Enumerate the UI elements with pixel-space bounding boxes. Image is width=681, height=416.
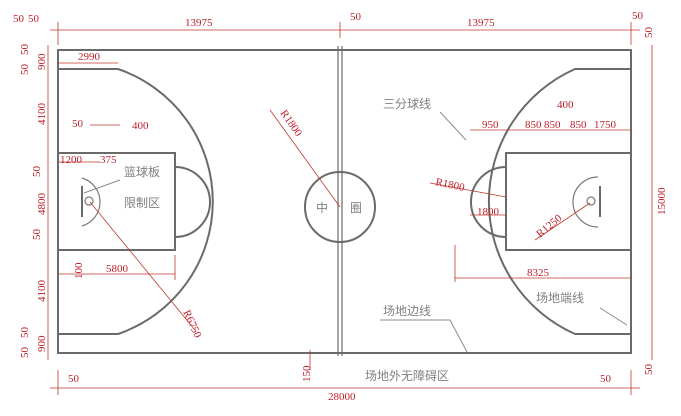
dim-r-850c: 850	[570, 119, 587, 131]
leader-endline	[599, 307, 628, 326]
dim-left-4800: 4800	[36, 193, 48, 216]
dim-right-50-bottom: 50	[643, 364, 655, 376]
dim-r-850a: 850	[525, 119, 542, 131]
dim-total-28000: 28000	[328, 391, 356, 403]
label-restricted-area: 限制区	[124, 196, 160, 210]
left-basket	[84, 196, 94, 206]
dim-r-400: 400	[557, 99, 574, 111]
dim-left-50-mid-a: 50	[31, 166, 43, 178]
label-center-1: 中	[316, 200, 328, 215]
dim-left-900-top: 900	[36, 53, 48, 70]
left-three-point-line	[58, 68, 214, 335]
dim-corner-2990: 2990	[78, 51, 101, 63]
dim-top-left-50a: 50	[13, 13, 25, 25]
dim-ft-radius: R1800	[434, 176, 466, 194]
dim-top-right-50v: 50	[643, 27, 655, 39]
dim-top-left-50b: 50	[28, 13, 40, 25]
dim-r-950: 950	[482, 119, 499, 131]
right-three-point-line	[487, 68, 631, 335]
dim-key-375: 375	[100, 154, 117, 166]
label-center-2: 圈	[350, 201, 362, 215]
dim-key-1200: 1200	[60, 154, 83, 166]
dim-left-50-top-a: 50	[19, 44, 31, 56]
dim-left-4100-bottom: 4100	[36, 280, 48, 303]
dim-r-850b: 850	[544, 119, 561, 131]
dim-top-right-50: 50	[632, 10, 644, 22]
dim-hash-50: 50	[72, 118, 84, 130]
dim-r-1750: 1750	[594, 119, 617, 131]
dim-left-50-bot-b: 50	[19, 347, 31, 359]
dim-restricted-radius: R1250	[534, 212, 565, 240]
label-outer-clearance: 场地外无障碍区	[365, 368, 449, 383]
right-restricted-arc	[572, 176, 599, 228]
left-key	[57, 152, 176, 251]
right-key	[505, 152, 632, 251]
right-free-throw-arc	[470, 166, 507, 238]
dim-center-radius: R1800	[278, 108, 305, 139]
dim-ft-1800: 1800	[477, 206, 500, 218]
left-restricted-arc	[81, 177, 101, 227]
dim-bottom-right-50: 50	[600, 373, 612, 385]
label-endline: 场地端线	[536, 291, 584, 305]
leader-three-point	[439, 111, 467, 141]
dim-top-half-right: 13975	[467, 17, 495, 29]
dim-left-900-bottom: 900	[36, 335, 48, 352]
dim-r-8325: 8325	[527, 267, 550, 279]
dim-left-4100-top: 4100	[36, 103, 48, 126]
dimension-lines	[47, 22, 653, 395]
dim-three-radius: R6750	[180, 308, 203, 340]
dim-left-50-bot-a: 50	[19, 327, 31, 339]
leader-backboard	[83, 179, 121, 194]
label-three-point-line: 三分球线	[383, 97, 431, 111]
left-free-throw-arc	[174, 166, 211, 238]
label-sideline: 场地边线	[383, 304, 431, 318]
center-circle	[304, 171, 376, 243]
label-backboard: 篮球板	[124, 164, 160, 179]
dim-left-50-mid-b: 50	[31, 229, 43, 241]
dim-bottom-left-50: 50	[68, 373, 80, 385]
dim-hash-400: 400	[132, 120, 149, 132]
dim-key-5800: 5800	[106, 263, 129, 275]
dim-top-half-left: 13975	[185, 17, 213, 29]
dim-width-15000: 15000	[656, 187, 668, 215]
right-basket	[586, 196, 596, 206]
dim-key-100: 100	[73, 262, 85, 279]
leader-sideline-2	[449, 319, 468, 353]
dim-left-50-top-b: 50	[19, 64, 31, 76]
dim-bottom-150: 150	[301, 365, 313, 382]
dim-top-mid-50: 50	[350, 11, 362, 23]
